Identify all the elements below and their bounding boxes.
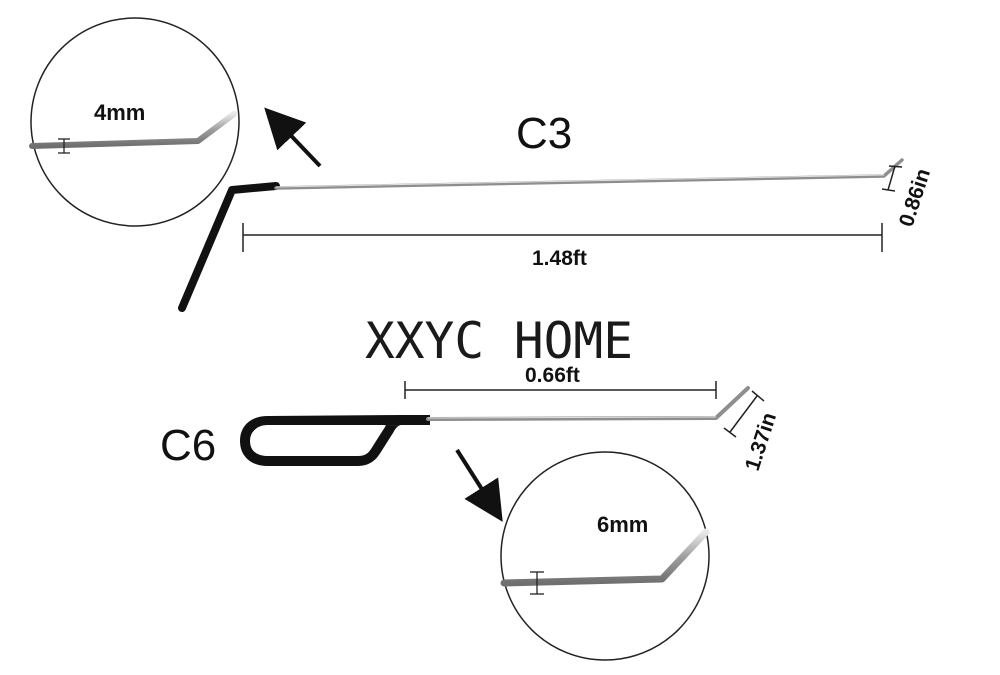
- c3-model-label: C3: [516, 109, 572, 158]
- c3-handle: [178, 182, 280, 312]
- c3-rod: [274, 158, 904, 190]
- c6-zoom-rod: [500, 528, 710, 587]
- c6-length-dimension: [404, 381, 717, 399]
- c3-tip-height-label: 0.86in: [895, 166, 935, 230]
- c3-tool: [178, 158, 904, 312]
- c6-zoom-arrow: [455, 448, 503, 522]
- c6-length-label: 0.66ft: [525, 364, 580, 387]
- c6-tip-height-dimension: [723, 390, 765, 438]
- c3-length-dimension: [242, 223, 883, 252]
- c3-length-label: 1.48ft: [532, 247, 587, 270]
- c6-tip-zoom: 6mm: [500, 451, 710, 661]
- c6-tip-diameter-label: 6mm: [597, 512, 648, 537]
- c3-tip-diameter-label: 4mm: [94, 100, 145, 125]
- c3-tip-height-dimension: [881, 165, 903, 192]
- watermark-text: XXYC HOME: [365, 312, 633, 370]
- c3-zoom-rod: [29, 111, 237, 149]
- c3-zoom-arrow: [264, 107, 322, 168]
- c6-tool: [240, 386, 750, 466]
- c6-handle: [240, 415, 430, 466]
- c6-tip-height-label: 1.37in: [741, 410, 781, 474]
- c6-rod: [426, 386, 750, 421]
- c3-tip-zoom: 4mm: [29, 17, 240, 227]
- c6-model-label: C6: [160, 421, 216, 470]
